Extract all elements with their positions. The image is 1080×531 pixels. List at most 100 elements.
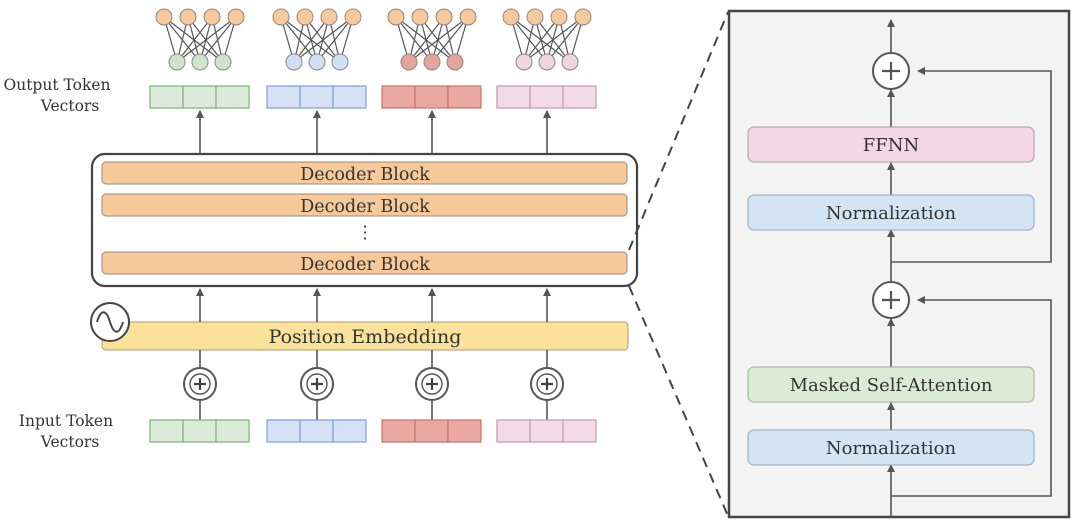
network-node: [459, 8, 477, 26]
add-circle-icon: [872, 52, 910, 90]
network-node: [526, 8, 544, 26]
network-node: [411, 8, 429, 26]
input-token-vectors-label-line1: Input Token: [19, 412, 113, 430]
network-node: [387, 8, 405, 26]
network-edge: [523, 16, 560, 63]
output-token-vectors-label-line1: Output Token: [4, 76, 111, 94]
embedding-decoder-arrows: [196, 288, 551, 322]
decoder-ellipsis: ⋮: [356, 223, 374, 243]
network-node: [561, 53, 579, 71]
network-node: [308, 53, 326, 71]
residual-connection-top: [891, 67, 1052, 263]
zoom-line-top: [628, 11, 729, 251]
residual-connection-bottom: [891, 296, 1052, 497]
input-add-circles: [183, 350, 564, 420]
network-node: [446, 53, 464, 71]
network-node: [502, 8, 520, 26]
decoder-block-2: [101, 193, 628, 217]
decoder-output-arrows: [196, 110, 551, 154]
input-vector-cell: [414, 419, 449, 443]
add-circle-icon: [530, 367, 564, 401]
ffnn-block: [747, 126, 1035, 163]
input-token-vectors: [149, 419, 597, 443]
input-vector-cell: [215, 419, 250, 443]
output-network: [387, 8, 477, 71]
network-edge: [293, 16, 330, 63]
network-node: [320, 8, 338, 26]
network-node: [344, 8, 362, 26]
network-edge: [176, 16, 213, 63]
ffnn-label: FFNN: [863, 135, 919, 156]
input-vector-cell: [266, 419, 301, 443]
normalization-block-bottom: [747, 429, 1035, 466]
network-node: [155, 8, 173, 26]
input-token-vectors-label-line2: Vectors: [40, 433, 100, 451]
decoder-block-3-label: Decoder Block: [300, 255, 430, 275]
network-node: [214, 53, 232, 71]
output-vector-cell: [215, 85, 250, 109]
network-node: [538, 53, 556, 71]
output-network: [155, 8, 245, 71]
input-vector-cell: [381, 419, 416, 443]
network-edge: [408, 16, 469, 63]
normalization-top-label: Normalization: [826, 203, 957, 224]
network-node: [168, 53, 186, 71]
output-vector-cell: [299, 85, 334, 109]
network-node: [550, 8, 568, 26]
input-vector-cell: [182, 419, 217, 443]
output-network: [272, 8, 362, 71]
output-token-vectors: [149, 85, 597, 109]
normalization-block-top: [747, 194, 1035, 231]
input-vector-cell: [332, 419, 367, 443]
network-edge: [523, 16, 584, 63]
input-vector-cell: [299, 419, 334, 443]
network-edge: [316, 16, 354, 63]
network-node: [400, 53, 418, 71]
normalization-bottom-label: Normalization: [826, 438, 957, 459]
network-node: [515, 53, 533, 71]
output-networks: [155, 8, 592, 71]
network-node: [227, 8, 245, 26]
output-network: [502, 8, 592, 71]
masked-self-attention-label: Masked Self-Attention: [790, 375, 993, 396]
output-vector-cell: [529, 85, 564, 109]
network-node: [285, 53, 303, 71]
decoder-block-1-label: Decoder Block: [300, 165, 430, 185]
network-node: [331, 53, 349, 71]
network-edge: [546, 16, 584, 63]
output-vector-cell: [266, 85, 301, 109]
network-node: [574, 8, 592, 26]
add-circle-icon: [415, 367, 449, 401]
network-node: [272, 8, 290, 26]
network-edge: [431, 16, 469, 63]
network-node: [423, 53, 441, 71]
sine-wave-icon: [90, 302, 130, 342]
network-node: [296, 8, 314, 26]
network-node: [203, 8, 221, 26]
output-vector-cell: [149, 85, 184, 109]
position-embedding-label: Position Embedding: [269, 326, 462, 348]
output-vector-cell: [381, 85, 416, 109]
add-circle-icon: [872, 281, 910, 319]
input-vector-cell: [562, 419, 597, 443]
input-vector-cell: [447, 419, 482, 443]
network-edge: [293, 16, 354, 63]
network-node: [191, 53, 209, 71]
output-vector-cell: [496, 85, 531, 109]
input-vector-cell: [149, 419, 184, 443]
output-vector-cell: [414, 85, 449, 109]
add-circle-icon: [300, 367, 334, 401]
output-vector-cell: [182, 85, 217, 109]
add-circle-icon: [183, 367, 217, 401]
decoder-block-1: [101, 161, 628, 185]
output-token-vectors-label-line2: Vectors: [40, 97, 100, 115]
network-node: [435, 8, 453, 26]
decoder-block-3: [101, 251, 628, 275]
network-edge: [176, 16, 237, 63]
output-vector-cell: [447, 85, 482, 109]
masked-self-attention-block: [747, 366, 1035, 403]
network-node: [179, 8, 197, 26]
zoom-line-bottom: [628, 285, 729, 517]
network-edge: [199, 16, 237, 63]
